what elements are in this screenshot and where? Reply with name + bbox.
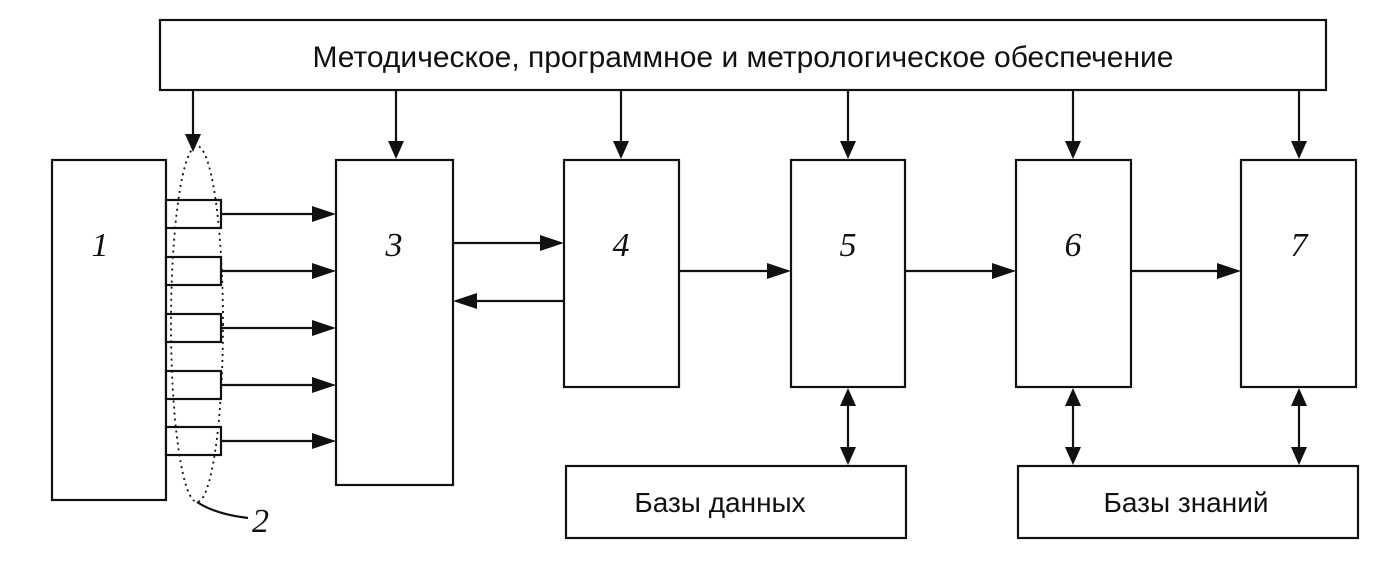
support-arrowhead-4 <box>613 141 629 159</box>
sensor-5 <box>164 425 223 457</box>
sensor-arrowhead-4 <box>312 377 336 393</box>
sensor-group-leader <box>196 501 249 520</box>
block-3-label: 3 <box>385 227 403 264</box>
databases-label: Базы данных <box>634 487 805 518</box>
link-5-databases-head-down <box>840 447 856 465</box>
base-links <box>840 388 1307 465</box>
sensor-arrowhead-5 <box>312 433 336 449</box>
support-arrowhead-2 <box>185 134 201 152</box>
support-arrowhead-7 <box>1291 141 1307 159</box>
block-6-label: 6 <box>1065 227 1082 264</box>
support-arrowhead-3 <box>388 141 404 159</box>
sensor-group: 2 <box>164 145 269 540</box>
block-7-label: 7 <box>1291 227 1310 264</box>
block-1-label: 1 <box>92 227 109 264</box>
sensor-group-label: 2 <box>252 503 269 540</box>
support-arrowhead-5 <box>840 141 856 159</box>
arrow-4-to-5-head <box>767 263 791 279</box>
block-6 <box>1014 158 1133 389</box>
link-5-databases-head-up <box>840 388 856 406</box>
block-4-label: 4 <box>613 227 630 264</box>
support-title: Методическое, программное и метрологичес… <box>312 41 1173 74</box>
block-4 <box>562 158 681 389</box>
sensor-arrows <box>221 206 336 449</box>
sensor-4 <box>164 369 223 401</box>
link-7-knowledge-head-up <box>1291 388 1307 406</box>
support-arrows <box>185 90 1307 159</box>
arrow-4-to-3-head <box>453 293 477 309</box>
arrow-3-to-4-head <box>540 235 564 251</box>
arrow-5-to-6-head <box>992 263 1016 279</box>
link-6-knowledge-head-down <box>1065 447 1081 465</box>
sensor-2 <box>164 255 223 287</box>
link-6-knowledge-head-up <box>1065 388 1081 406</box>
knowledge-bases-label: Базы знаний <box>1104 487 1269 518</box>
sensor-group-ellipse <box>170 145 224 503</box>
block-7 <box>1239 158 1358 389</box>
block-5 <box>789 158 907 389</box>
knowledge-bases-box <box>1016 464 1360 540</box>
arrow-6-to-7-head <box>1217 263 1241 279</box>
databases-box <box>564 464 908 540</box>
link-7-knowledge-head-down <box>1291 447 1307 465</box>
support-box <box>158 18 1328 92</box>
support-arrowhead-6 <box>1065 141 1081 159</box>
block-1 <box>50 158 168 502</box>
sensor-3 <box>164 312 223 344</box>
sensor-arrowhead-3 <box>312 320 336 336</box>
sensor-arrowhead-2 <box>312 263 336 279</box>
block-5-label: 5 <box>840 227 857 264</box>
sensor-1 <box>164 198 223 230</box>
block-3 <box>334 158 455 487</box>
sensor-arrowhead-1 <box>312 206 336 222</box>
